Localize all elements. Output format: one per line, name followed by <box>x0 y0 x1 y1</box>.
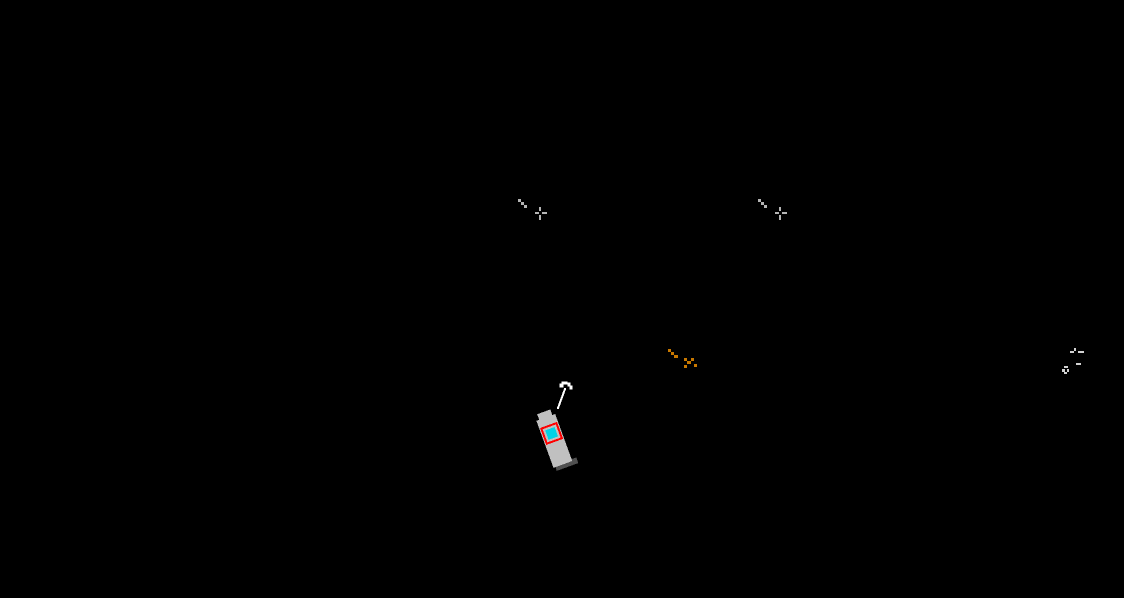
enemy-drone-4 <box>1062 348 1084 374</box>
player-cockpit-glass <box>545 427 559 440</box>
player-projectile <box>556 381 573 410</box>
player-ship-nose <box>537 409 554 422</box>
player-ship[interactable] <box>534 407 579 472</box>
player-ship-shadow <box>554 457 579 471</box>
enemy-drone-2 <box>758 199 787 220</box>
enemy-drone-3 <box>668 349 697 368</box>
enemy-drone-1 <box>518 199 547 220</box>
player-cockpit-frame <box>540 421 564 445</box>
